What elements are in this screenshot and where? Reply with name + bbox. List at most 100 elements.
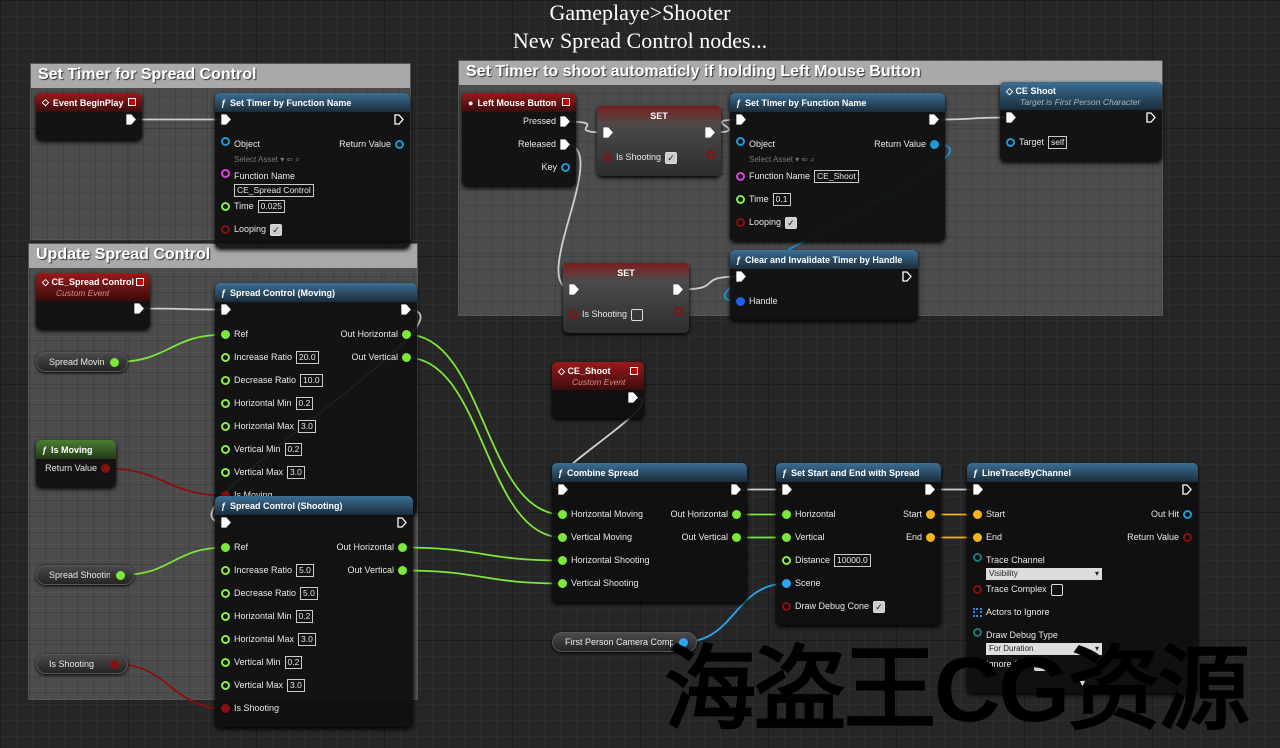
- value-input[interactable]: 5.0: [296, 564, 314, 577]
- enum-dropdown[interactable]: Visibility▾: [986, 568, 1102, 580]
- bool-pin[interactable]: [674, 307, 683, 316]
- vector-pin[interactable]: [926, 510, 935, 519]
- checkbox[interactable]: [631, 308, 644, 321]
- struct-pin[interactable]: [398, 566, 407, 575]
- exec-pin[interactable]: [925, 484, 935, 495]
- struct-pin[interactable]: [558, 533, 567, 542]
- exec-pin[interactable]: [628, 392, 638, 403]
- exec-pin[interactable]: [929, 114, 939, 125]
- func-pin[interactable]: [221, 169, 230, 178]
- float-pin[interactable]: [221, 635, 230, 644]
- obj-pin[interactable]: [395, 140, 404, 149]
- struct-pin[interactable]: [402, 353, 411, 362]
- value-input[interactable]: 3.0: [298, 420, 316, 433]
- bool-pin[interactable]: [221, 225, 230, 234]
- bool-pin[interactable]: [110, 659, 119, 669]
- node-header[interactable]: ƒ Spread Control (Moving): [215, 283, 417, 302]
- node-header[interactable]: ƒ Combine Spread: [552, 463, 747, 482]
- node-header[interactable]: ƒ Set Timer by Function Name: [215, 93, 410, 112]
- delegate-pin[interactable]: [630, 367, 638, 375]
- vector-pin[interactable]: [973, 510, 982, 519]
- value-input[interactable]: 10.0: [300, 374, 323, 387]
- node-sps[interactable]: Spread Shooting: [36, 565, 134, 585]
- delegate-pin[interactable]: [128, 98, 136, 106]
- exec-pin[interactable]: [973, 484, 983, 495]
- value-input[interactable]: 0.2: [295, 397, 314, 410]
- value-input[interactable]: 5.0: [300, 587, 318, 600]
- scene-pin[interactable]: [782, 579, 791, 588]
- obj-pin[interactable]: [561, 163, 570, 172]
- float-pin[interactable]: [221, 658, 230, 667]
- value-input[interactable]: CE_Spread Control: [234, 184, 314, 197]
- exec-pin[interactable]: [394, 114, 404, 125]
- exec-pin[interactable]: [1182, 484, 1192, 495]
- exec-pin[interactable]: [902, 271, 912, 282]
- node-header[interactable]: ● Left Mouse Button: [462, 93, 576, 112]
- struct-wire[interactable]: [402, 569, 563, 585]
- enum-pin[interactable]: [973, 628, 982, 637]
- float-pin[interactable]: [221, 376, 230, 385]
- bool-pin[interactable]: [973, 585, 982, 594]
- checkbox[interactable]: ✓: [1033, 658, 1046, 671]
- float-pin[interactable]: [221, 445, 230, 454]
- checkbox[interactable]: [1050, 583, 1063, 596]
- exec-pin[interactable]: [1006, 112, 1016, 123]
- scene-pin[interactable]: [679, 637, 688, 647]
- struct-pin[interactable]: [402, 330, 411, 339]
- float-pin[interactable]: [221, 422, 230, 431]
- struct-pin[interactable]: [221, 543, 230, 552]
- value-input[interactable]: self: [1048, 136, 1068, 149]
- node-header[interactable]: ƒ Set Start and End with Spread: [776, 463, 941, 482]
- exec-pin[interactable]: [221, 304, 231, 315]
- struct-pin[interactable]: [110, 357, 119, 367]
- node-header[interactable]: ƒ Set Timer by Function Name: [730, 93, 945, 112]
- node-header[interactable]: SET: [597, 106, 721, 125]
- struct-wire[interactable]: [406, 356, 563, 539]
- array-pin[interactable]: [973, 608, 982, 617]
- exec-pin[interactable]: [673, 284, 683, 295]
- value-input[interactable]: 0.025: [257, 200, 285, 213]
- checkbox[interactable]: ✓: [785, 216, 798, 229]
- handle-pin[interactable]: [736, 297, 745, 306]
- bool-pin[interactable]: [736, 218, 745, 227]
- struct-pin[interactable]: [782, 533, 791, 542]
- struct-pin[interactable]: [116, 570, 125, 580]
- value-input[interactable]: 0.1: [772, 193, 791, 206]
- node-header[interactable]: ƒ LineTraceByChannel: [967, 463, 1198, 482]
- value-input[interactable]: 0.2: [295, 610, 314, 623]
- float-pin[interactable]: [221, 202, 230, 211]
- vector-pin[interactable]: [973, 533, 982, 542]
- enum-pin[interactable]: [973, 553, 982, 562]
- bool-pin[interactable]: [973, 660, 982, 669]
- float-pin[interactable]: [221, 468, 230, 477]
- exec-pin[interactable]: [401, 304, 411, 315]
- exec-pin[interactable]: [603, 127, 613, 138]
- node-header[interactable]: ƒ Clear and Invalidate Timer by Handle: [730, 250, 918, 269]
- obj-pin[interactable]: [930, 140, 939, 149]
- value-input[interactable]: 3.0: [287, 466, 305, 479]
- value-input[interactable]: 3.0: [298, 633, 316, 646]
- checkbox[interactable]: ✓: [873, 600, 886, 613]
- obj-pin[interactable]: [1006, 138, 1015, 147]
- bool-pin[interactable]: [1183, 533, 1192, 542]
- value-input[interactable]: 20.0: [296, 351, 319, 364]
- exec-pin[interactable]: [705, 127, 715, 138]
- value-input[interactable]: 0.2: [284, 656, 303, 669]
- struct-pin[interactable]: [221, 330, 230, 339]
- vector-pin[interactable]: [926, 533, 935, 542]
- select-asset-dropdown[interactable]: Select Asset ▾ ⇐ ⌕: [234, 155, 300, 164]
- exec-pin[interactable]: [221, 517, 231, 528]
- exec-pin[interactable]: [134, 303, 144, 314]
- struct-wire[interactable]: [406, 333, 563, 516]
- value-input[interactable]: CE_Shoot: [814, 170, 859, 183]
